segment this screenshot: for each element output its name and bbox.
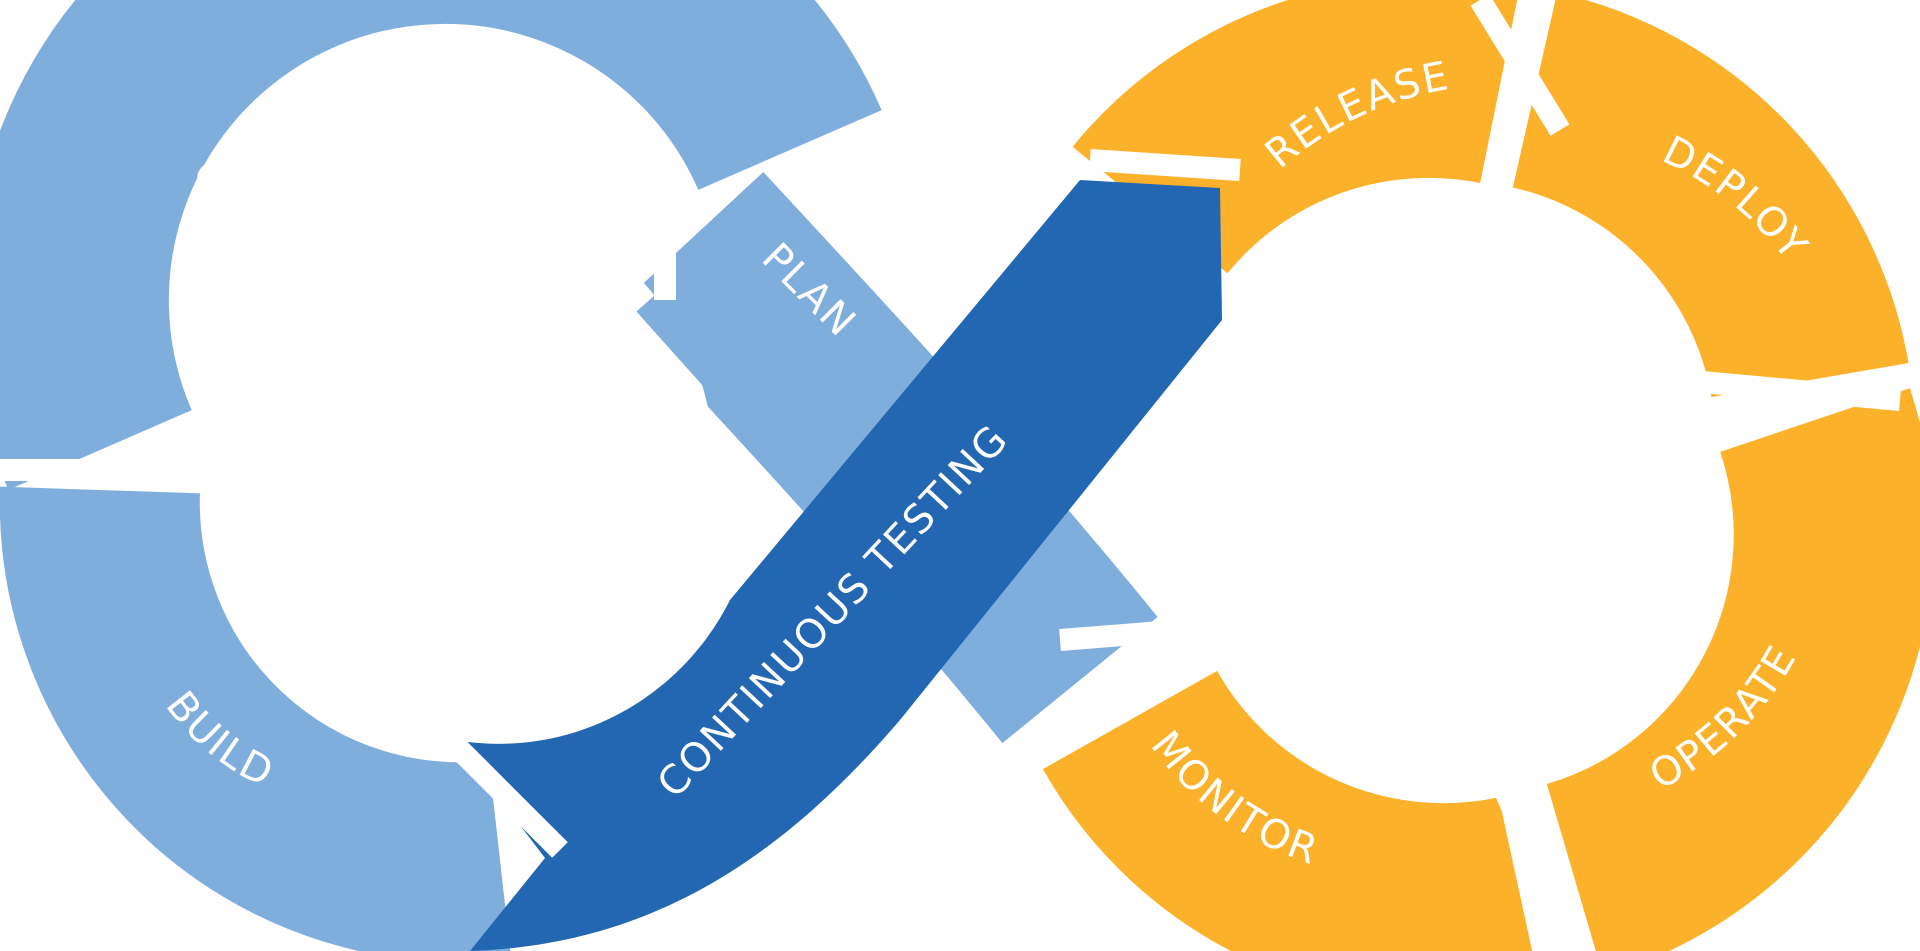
segment-separators [0,0,1900,920]
right-loop [1042,0,1920,951]
monitor-segment [1042,669,1533,951]
operate-segment [1545,388,1920,951]
right-loop-hole [1200,200,1720,740]
code-segment [0,0,882,490]
build-segment [0,486,511,951]
left-loop-hole [205,200,715,740]
deploy-segment [1511,0,1909,399]
continuous-testing-band [455,180,1222,951]
